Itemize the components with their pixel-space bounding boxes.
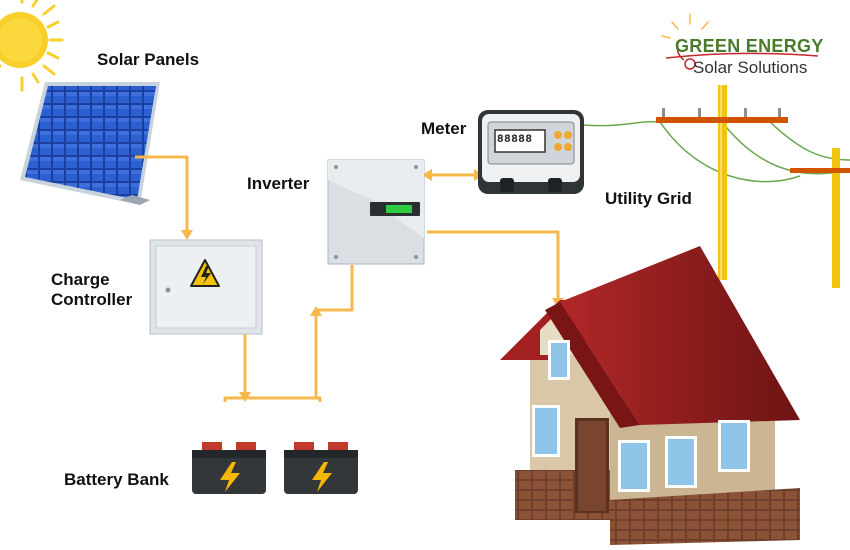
light-bulb-icon — [661, 13, 709, 70]
label-solar-panels: Solar Panels — [97, 50, 200, 69]
label-charge-controller-line1: Charge — [51, 270, 110, 289]
battery-right — [284, 442, 358, 494]
inverter-box — [327, 159, 425, 265]
high-voltage-warning-icon — [190, 259, 220, 287]
electric-meter — [478, 110, 584, 194]
brand-subtitle: Solar Solutions — [693, 58, 808, 77]
energy-flow-lines — [135, 155, 560, 402]
lightning-bolt-icon — [312, 462, 332, 492]
meter-display-digits: 88888 — [497, 134, 533, 146]
label-charge-controller-line2: Controller — [51, 290, 133, 309]
utility-grid-poles — [583, 85, 850, 288]
sun-icon — [0, 0, 64, 92]
house — [500, 246, 800, 545]
label-battery-bank: Battery Bank — [64, 470, 169, 489]
lightning-bolt-icon — [220, 462, 240, 492]
charge-controller-box — [149, 239, 263, 335]
label-utility-grid: Utility Grid — [605, 189, 692, 208]
battery-left — [192, 442, 266, 494]
solar-panel — [20, 82, 160, 205]
brand-logo: GREEN ENERGY Solar Solutions — [655, 14, 845, 84]
brand-swoosh — [665, 52, 819, 59]
brand-title: GREEN ENERGY — [675, 36, 824, 56]
label-inverter: Inverter — [247, 174, 310, 193]
label-meter: Meter — [421, 119, 467, 138]
